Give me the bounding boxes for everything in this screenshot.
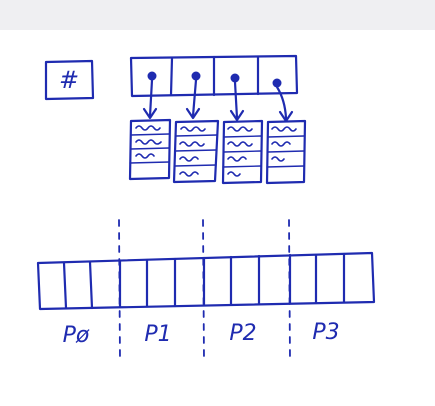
hash-symbol: # [59,66,79,94]
pointer-dot [230,73,240,83]
bucket-array [129,54,299,98]
bucket-page-0 [128,118,172,181]
bucket-page-3 [265,119,307,185]
partition-labels: Pø P1 P2 P3 [63,320,340,348]
pointer-dot [147,71,157,81]
pointer-arrows [142,78,294,123]
pointer-dot [272,78,282,88]
partitioned-array [36,251,376,311]
partition-label-p3: P3 [312,320,339,345]
bucket-page-1 [172,119,220,184]
hash-box: # [44,59,95,101]
bucket-page-2 [221,119,264,185]
pointer-dot [191,71,201,81]
partition-label-p0: Pø [63,323,90,348]
partition-label-p2: P2 [229,321,256,346]
partition-separators [118,219,291,361]
top-bar [0,0,435,30]
partition-label-p1: P1 [144,322,171,347]
